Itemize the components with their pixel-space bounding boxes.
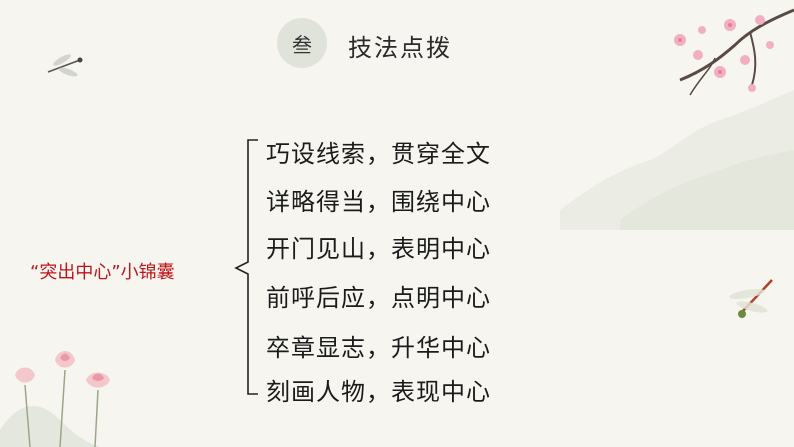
technique-item: 开门见山，表明中心 bbox=[266, 235, 491, 263]
technique-item: 巧设线索，贯穿全文 bbox=[266, 140, 491, 168]
plum-blossom-branch-decoration bbox=[674, 8, 794, 96]
misty-mountains-decoration bbox=[560, 90, 794, 230]
technique-item: 前呼后应，点明中心 bbox=[266, 284, 491, 312]
main-topic-suffix: 小锦囊 bbox=[120, 262, 175, 283]
technique-item: 卒章显志，升华中心 bbox=[266, 334, 491, 362]
page-title: 技法点拨 bbox=[348, 34, 452, 62]
technique-item: 详略得当，围绕中心 bbox=[266, 188, 491, 216]
red-dragonfly-decoration bbox=[729, 279, 773, 318]
technique-item: 刻画人物，表现中心 bbox=[266, 378, 491, 406]
dragonfly-decoration bbox=[47, 54, 83, 77]
main-topic-quoted: “突出中心” bbox=[30, 262, 121, 283]
section-number-text: 叁 bbox=[292, 32, 312, 57]
section-number-badge: 叁 bbox=[277, 18, 327, 68]
curly-brace bbox=[234, 139, 258, 395]
main-topic-label: “突出中心”小锦囊 bbox=[30, 258, 175, 284]
lotus-flowers-decoration bbox=[0, 351, 110, 447]
